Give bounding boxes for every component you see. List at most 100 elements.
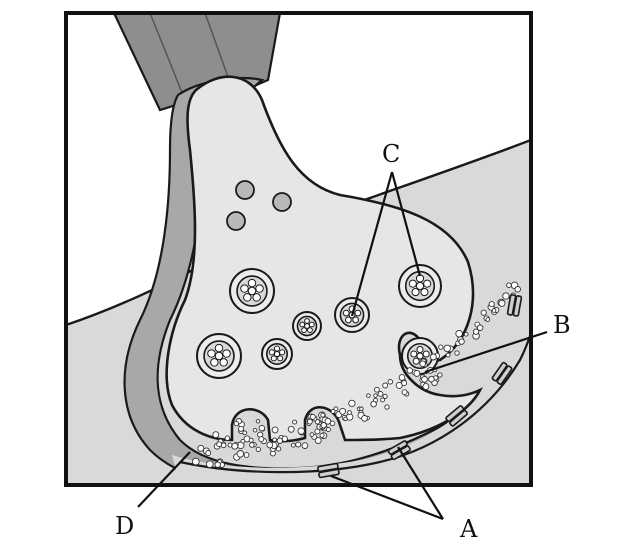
neurotransmitter-dot xyxy=(463,331,469,337)
neurotransmitter-dot xyxy=(252,427,258,433)
neurotransmitter-dot xyxy=(197,444,205,452)
mvb-vesicle xyxy=(411,288,420,297)
neurotransmitter-dot xyxy=(413,369,421,377)
neurotransmitter-dot xyxy=(297,427,305,435)
label-b: B xyxy=(553,311,571,339)
neurotransmitter-dot xyxy=(398,374,406,381)
neurotransmitter-dot xyxy=(319,432,325,438)
neurotransmitter-dot xyxy=(191,457,200,466)
mvb-vesicle xyxy=(279,349,286,356)
mvb-vesicle xyxy=(207,349,216,358)
neurotransmitter-dot xyxy=(281,435,288,442)
mvb-vesicle xyxy=(222,349,231,358)
neurotransmitter-dot xyxy=(514,286,521,293)
neurotransmitter-dot xyxy=(361,415,368,422)
neurotransmitter-dot xyxy=(428,375,435,383)
label-pointers xyxy=(137,171,548,521)
neurotransmitter-dot xyxy=(238,425,244,432)
mvb-vesicle xyxy=(243,293,252,302)
neurotransmitter-dot xyxy=(370,400,377,408)
neurotransmitter-dot xyxy=(255,446,261,453)
vesicle xyxy=(226,211,246,231)
plain-vesicles xyxy=(226,180,292,231)
neurotransmitter-dot xyxy=(320,422,327,429)
mvb-vesicle xyxy=(247,286,257,296)
neurotransmitter-dot xyxy=(422,383,430,391)
mvb-vesicle xyxy=(423,279,432,288)
multivesicular-body xyxy=(398,264,442,308)
neurotransmitter-dot xyxy=(339,407,347,415)
neurotransmitter-dot xyxy=(491,308,497,313)
mvb-vesicle xyxy=(416,345,424,354)
neurotransmitter-dot xyxy=(205,460,214,469)
neurotransmitter-dot xyxy=(406,367,414,374)
neurotransmitter-dot xyxy=(325,426,331,433)
mvb-vesicle xyxy=(301,327,307,333)
neurotransmitter-dot xyxy=(248,437,254,443)
neurotransmitter-dot xyxy=(421,376,428,383)
pointer-line-d xyxy=(137,451,191,508)
mvb-vesicle xyxy=(240,284,249,293)
mvb-vesicle xyxy=(307,327,313,333)
mvb-vesicle xyxy=(422,350,430,358)
neurotransmitter-dot xyxy=(506,282,512,288)
neurotransmitter-dot xyxy=(255,418,261,424)
mvb-vesicle xyxy=(210,358,219,367)
mvb-vesicle xyxy=(252,293,261,302)
label-a: A xyxy=(459,515,478,543)
neurotransmitter-dot xyxy=(216,441,222,448)
neurotransmitter-dot xyxy=(292,419,298,425)
neurotransmitter-dot xyxy=(498,299,506,307)
neurotransmitter-dot xyxy=(224,435,231,441)
neurotransmitter-dot xyxy=(437,372,443,378)
receptor-subunit xyxy=(491,361,508,382)
neurotransmitter-dot xyxy=(330,408,336,414)
neurotransmitter-dot xyxy=(295,441,302,448)
receptor-subunit xyxy=(506,294,517,316)
neurotransmitter-dot xyxy=(307,418,313,425)
mvb-vesicle xyxy=(273,345,281,352)
neurotransmitter-dot xyxy=(455,329,463,338)
mvb-vesicle xyxy=(342,309,350,317)
pointer-line-a-left xyxy=(330,474,444,521)
mvb-vesicle xyxy=(408,279,417,288)
label-d: D xyxy=(115,512,134,540)
neurotransmitter-dot xyxy=(401,389,408,396)
receptor-channel xyxy=(506,294,523,317)
neurotransmitter-dot xyxy=(249,442,255,448)
mvb-vesicle xyxy=(270,355,277,362)
neurotransmitter-dot xyxy=(205,450,212,456)
pointer-line-b xyxy=(424,330,548,374)
neurotransmitter-dot xyxy=(271,426,279,434)
mvb-vesicle xyxy=(415,281,425,291)
mvb-vesicle xyxy=(345,316,352,324)
neurotransmitter-dot xyxy=(309,413,316,420)
mvb-vesicle xyxy=(214,343,224,353)
neurotransmitter-dot xyxy=(231,442,239,450)
multivesicular-bodies xyxy=(196,264,442,379)
label-c: C xyxy=(382,140,400,168)
neurotransmitter-dot xyxy=(443,344,451,353)
neurotransmitter-dot xyxy=(275,446,282,452)
receptor-channel xyxy=(445,405,468,427)
mvb-vesicle xyxy=(268,349,275,356)
neurotransmitter-dot xyxy=(476,324,484,331)
pointer-line-c-right xyxy=(390,171,422,277)
postsynaptic-membrane xyxy=(179,328,531,474)
neurotransmitter-dot xyxy=(290,442,296,448)
neurotransmitter-dot xyxy=(366,393,371,398)
neurotransmitter-dot xyxy=(314,437,322,445)
receptor-channel xyxy=(491,361,513,385)
neurotransmitter-dot xyxy=(382,382,389,389)
neurotransmitter-dots xyxy=(191,281,521,469)
vesicle xyxy=(235,180,255,200)
neurotransmitter-dot xyxy=(377,391,384,397)
mvb-vesicle xyxy=(219,358,228,367)
synaptic-cleft xyxy=(172,245,531,485)
neurotransmitter-dot xyxy=(359,406,364,412)
neurotransmitter-dot xyxy=(401,380,408,387)
mvb-vesicle xyxy=(277,355,284,362)
pointer-line-c-left xyxy=(350,171,394,317)
neurotransmitter-dot xyxy=(242,430,248,436)
